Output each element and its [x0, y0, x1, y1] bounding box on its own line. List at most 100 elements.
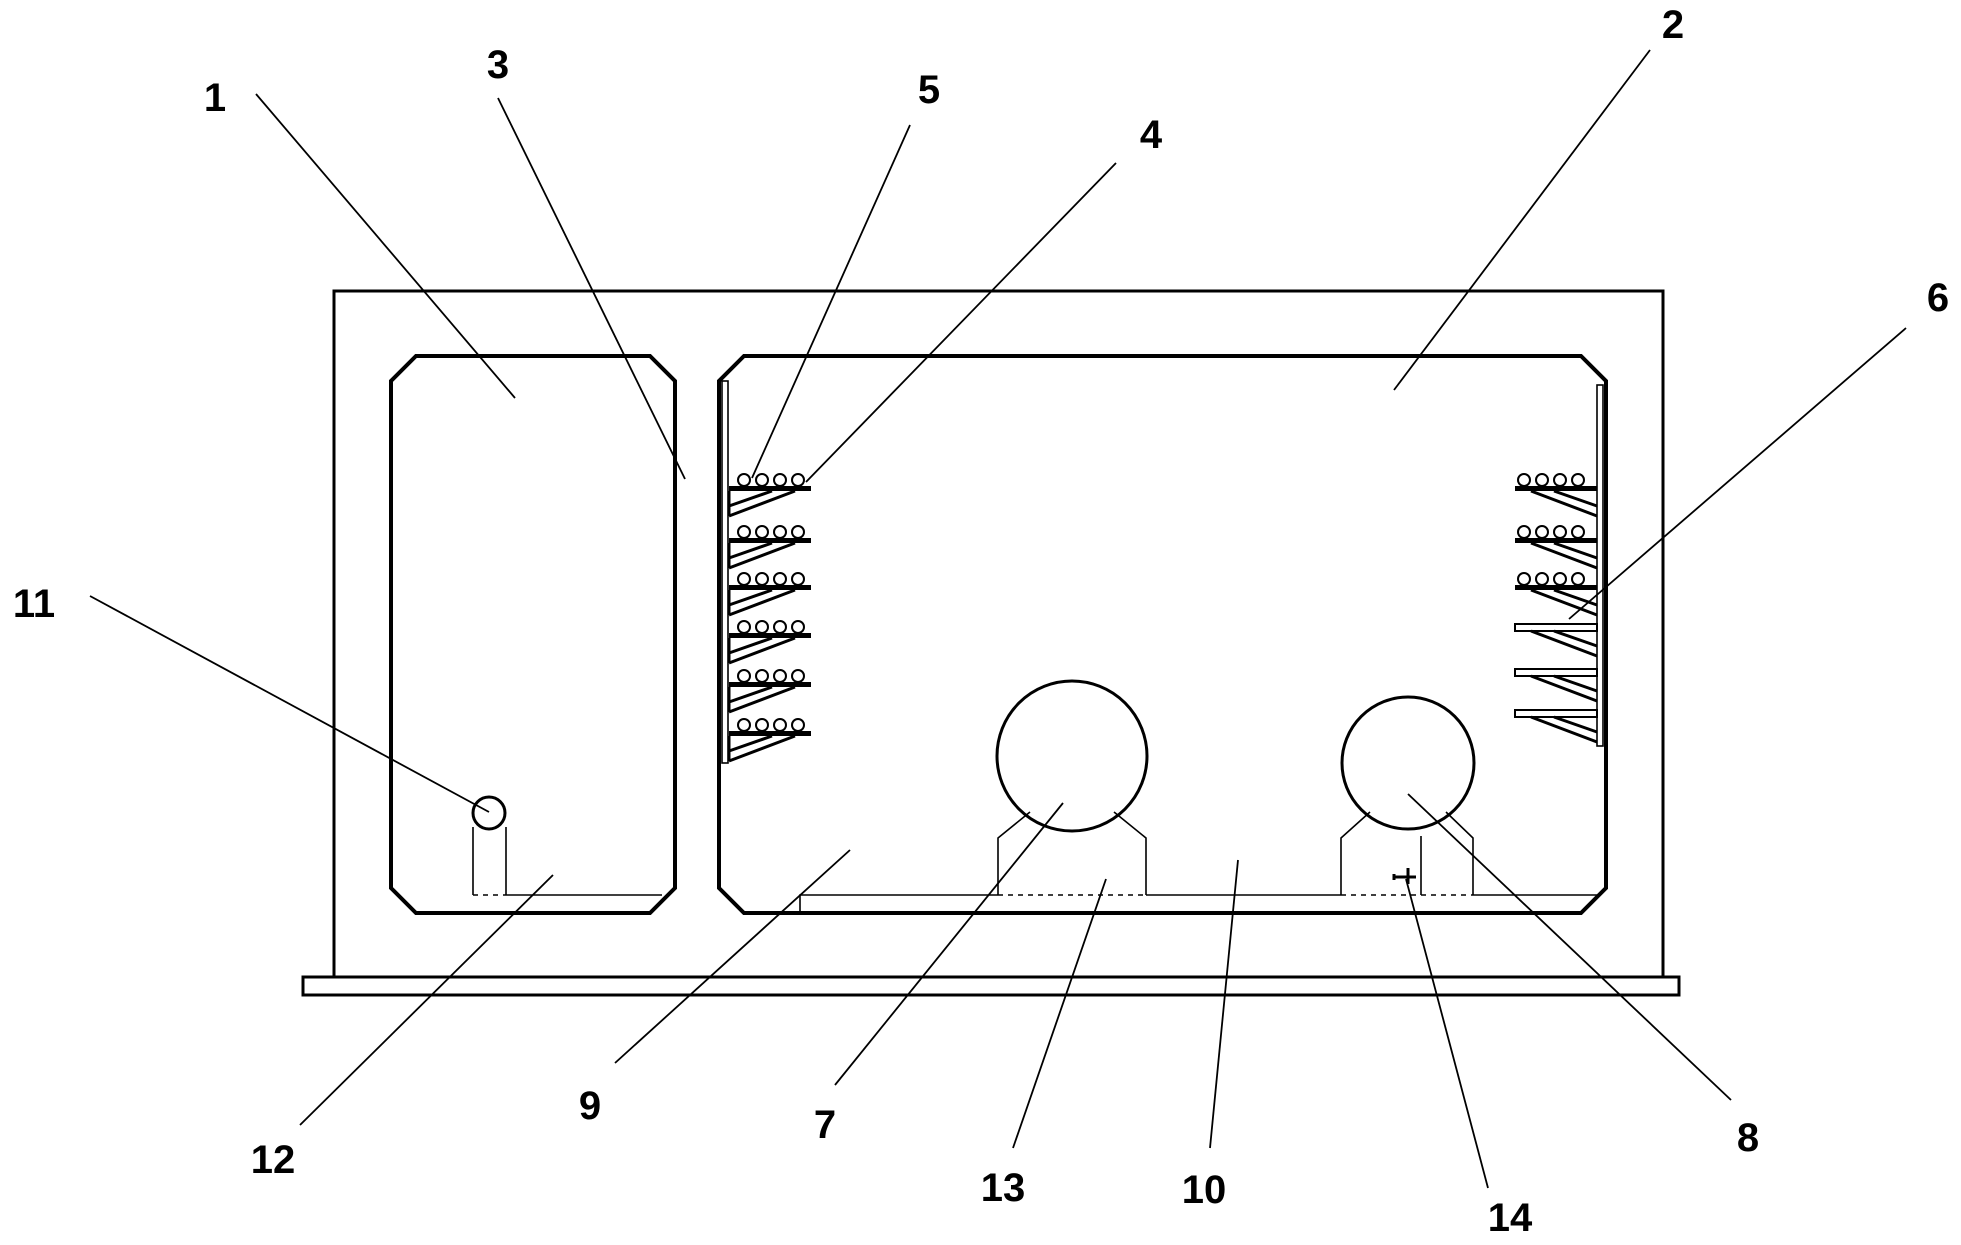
cable — [737, 473, 751, 487]
leader-14 — [1405, 878, 1489, 1189]
cable — [773, 718, 787, 732]
cable-tray-left-5 — [727, 669, 811, 714]
cable — [791, 525, 805, 539]
tray-plate — [1514, 709, 1598, 718]
leader-7 — [834, 802, 1064, 1086]
leader-2 — [1393, 49, 1651, 391]
tray-bracket — [1530, 588, 1598, 617]
cable-tray-right-2 — [1515, 525, 1598, 570]
cable — [1517, 572, 1531, 586]
tray-bracket — [1530, 541, 1598, 570]
leader-13 — [1012, 878, 1107, 1149]
left-wall-bracket-bar — [721, 380, 729, 764]
callout-8: 8 — [1737, 1116, 1759, 1160]
cable-tray-left-1 — [727, 473, 811, 518]
tray-bracket — [1530, 489, 1598, 518]
cable-tray-left-4 — [727, 620, 811, 665]
tray-arm — [729, 486, 811, 491]
cable-tray-left-2 — [727, 525, 811, 570]
callout-12: 12 — [251, 1138, 296, 1182]
cable — [737, 718, 751, 732]
cable — [737, 669, 751, 683]
callout-11: 11 — [13, 582, 55, 626]
callout-3: 3 — [487, 43, 509, 87]
cable — [1571, 473, 1585, 487]
cable — [1535, 473, 1549, 487]
tray-arm — [1515, 486, 1597, 491]
cable — [755, 473, 769, 487]
cable-trays — [727, 473, 1598, 763]
cable — [1553, 525, 1567, 539]
pipe-support-8 — [1340, 811, 1474, 895]
cable — [1571, 572, 1585, 586]
tray-arm — [729, 538, 811, 543]
tray-arm — [729, 633, 811, 638]
cable-tray-right-1 — [1515, 473, 1598, 518]
leader-3 — [497, 97, 686, 480]
cable — [1535, 572, 1549, 586]
callout-14: 14 — [1488, 1196, 1533, 1240]
callout-10: 10 — [1182, 1168, 1227, 1212]
cable-tray-left-3 — [727, 572, 811, 617]
flat-tray-right-2 — [1514, 668, 1598, 703]
callout-5: 5 — [918, 68, 940, 112]
tray-plate — [1514, 623, 1598, 632]
callout-4: 4 — [1140, 113, 1163, 157]
cable — [791, 718, 805, 732]
tray-bracket — [1530, 629, 1598, 658]
tray-bracket — [727, 636, 796, 665]
cable — [737, 525, 751, 539]
leader-8 — [1407, 793, 1732, 1101]
leader-9 — [614, 849, 851, 1064]
callout-6: 6 — [1927, 276, 1949, 320]
tray-bracket — [727, 541, 796, 570]
left-chamber — [389, 354, 677, 915]
tray-arm — [1515, 538, 1597, 543]
small-pipe-support — [472, 827, 507, 895]
leader-1 — [255, 93, 516, 399]
cable — [1517, 473, 1531, 487]
leader-5 — [751, 124, 911, 479]
flat-tray-right-3 — [1514, 709, 1598, 744]
leader-10 — [1209, 859, 1239, 1149]
tray-bracket — [727, 489, 796, 518]
callout-2: 2 — [1662, 3, 1684, 47]
cable — [773, 473, 787, 487]
small-pipe — [471, 795, 507, 831]
cable — [791, 620, 805, 634]
anchor-14 — [1392, 868, 1416, 884]
tray-bracket — [1530, 674, 1598, 703]
right-chamber — [717, 354, 1608, 915]
tray-bracket — [727, 588, 796, 617]
leader-4 — [805, 162, 1117, 483]
callout-13: 13 — [981, 1166, 1026, 1210]
cable — [755, 525, 769, 539]
leader-6 — [1568, 327, 1907, 620]
cable — [791, 669, 805, 683]
tray-arm — [729, 682, 811, 687]
cable — [773, 572, 787, 586]
cable — [773, 669, 787, 683]
tray-bracket — [727, 685, 796, 714]
callout-1: 1 — [204, 76, 226, 120]
callout-7: 7 — [814, 1103, 836, 1147]
flat-tray-right-1 — [1514, 623, 1598, 658]
cable — [791, 473, 805, 487]
pipe-support-13 — [997, 811, 1147, 895]
cable — [1517, 525, 1531, 539]
cable — [737, 620, 751, 634]
cable — [755, 620, 769, 634]
tray-arm — [729, 731, 811, 736]
cable — [773, 525, 787, 539]
tray-plate — [1514, 668, 1598, 677]
cable — [1571, 525, 1585, 539]
leader-11 — [89, 595, 490, 813]
tray-arm — [1515, 585, 1597, 590]
leader-12 — [299, 874, 554, 1126]
pipe-8 — [1340, 695, 1476, 831]
tray-bracket — [727, 734, 796, 763]
cable — [773, 620, 787, 634]
cable — [1535, 525, 1549, 539]
